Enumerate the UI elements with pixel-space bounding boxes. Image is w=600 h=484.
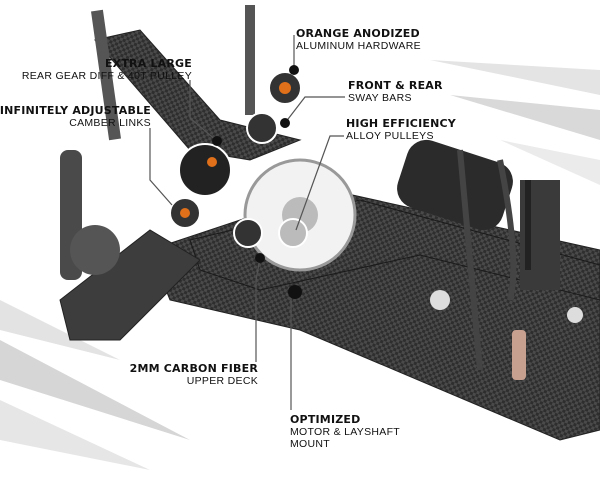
callout-title: 2MM CARBON FIBER	[129, 362, 258, 375]
leader-lines	[149, 35, 345, 410]
callout-upper-deck: 2MM CARBON FIBER UPPER DECK	[129, 362, 258, 388]
callout-text: MOUNT	[290, 438, 330, 450]
callout-title: OPTIMIZED	[290, 413, 361, 426]
callout-camber-links: INFINITELY ADJUSTABLE CAMBER LINKS	[0, 104, 151, 130]
callout-text: ALUMINUM HARDWARE	[296, 40, 421, 52]
callout-extra-large: EXTRA LARGE REAR GEAR DIFF & 40T PULLEY	[21, 57, 192, 83]
callout-title: ORANGE ANODIZED	[296, 27, 420, 40]
callout-alloy-pulleys: HIGH EFFICIENCY ALLOY PULLEYS	[346, 117, 456, 143]
callout-text: ALLOY PULLEYS	[346, 130, 434, 142]
callout-title: HIGH EFFICIENCY	[346, 117, 456, 130]
callout-motor-mount: OPTIMIZED MOTOR & LAYSHAFT MOUNT	[290, 413, 401, 451]
callout-title: INFINITELY ADJUSTABLE	[0, 104, 151, 117]
callout-title: EXTRA LARGE	[104, 57, 192, 70]
callout-text: CAMBER LINKS	[69, 117, 151, 129]
callout-text: MOTOR & LAYSHAFT	[290, 426, 401, 438]
callout-orange-anodized: ORANGE ANODIZED ALUMINUM HARDWARE	[296, 27, 421, 53]
background-swooshes	[0, 60, 600, 470]
callout-sway-bars: FRONT & REAR SWAY BARS	[348, 79, 443, 105]
callout-title: FRONT & REAR	[348, 79, 443, 92]
callout-text: REAR GEAR DIFF & 40T PULLEY	[21, 70, 192, 82]
callout-text: SWAY BARS	[348, 92, 412, 104]
callout-text: UPPER DECK	[186, 375, 258, 387]
